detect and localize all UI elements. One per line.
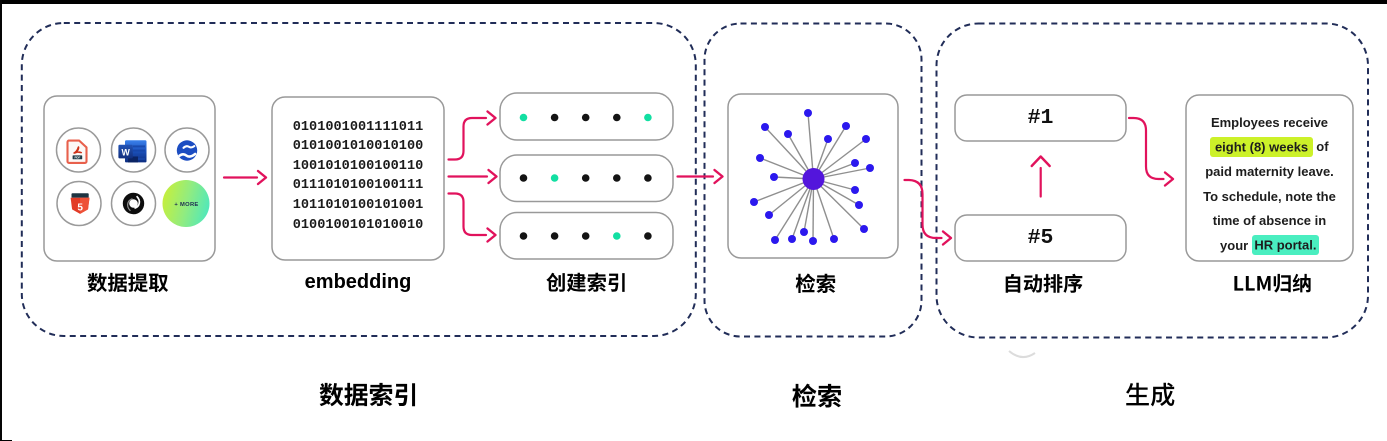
svg-text:W: W xyxy=(121,147,130,157)
svg-text:PDF: PDF xyxy=(75,156,81,160)
svg-text:+ MORE: + MORE xyxy=(174,202,198,208)
svg-text:5: 5 xyxy=(77,203,83,214)
